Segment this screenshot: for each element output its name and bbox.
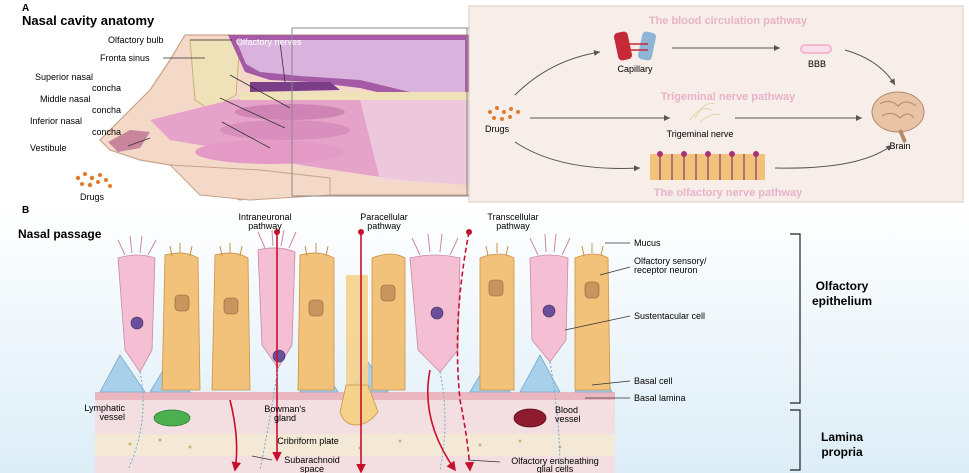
label-ensheathing-2: glial cells (537, 464, 574, 473)
bbb-icon (800, 44, 832, 54)
label-superior-concha: concha (92, 83, 121, 93)
label-blood-2: vessel (555, 414, 581, 424)
label-capillary: Capillary (617, 64, 653, 74)
olfactory-pathway-title: The olfactory nerve pathway (654, 187, 803, 199)
label-fronta-sinus: Fronta sinus (100, 53, 150, 63)
panel-a-title: Nasal cavity anatomy (22, 13, 155, 28)
label-vestibule: Vestibule (30, 143, 67, 153)
trigeminal-pathway-title: Trigeminal nerve pathway (661, 91, 796, 103)
label-drugs-pathway: Drugs (485, 124, 510, 134)
label-basal-lamina: Basal lamina (634, 393, 686, 403)
label-superior-nasal: Superior nasal (35, 72, 93, 82)
label-sustentacular-cell: Sustentacular cell (634, 311, 705, 321)
label-olfactory-bulb: Olfactory bulb (108, 35, 164, 45)
lymphatic-vessel-icon (154, 410, 190, 426)
label-paracellular-2: pathway (367, 221, 401, 231)
label-inferior-concha: concha (92, 127, 121, 137)
label-drugs-nose: Drugs (80, 192, 105, 202)
label-olfactory-nerves: Olfactory nerves (236, 37, 302, 47)
region-epithelium-1: Olfactory (816, 279, 869, 293)
region-epithelium-2: epithelium (812, 294, 872, 308)
label-inferior-nasal: Inferior nasal (30, 116, 82, 126)
label-cribriform-plate: Cribriform plate (277, 436, 339, 446)
label-trigeminal-nerve: Trigeminal nerve (667, 129, 734, 139)
nasal-passage-title: Nasal passage (18, 227, 102, 241)
label-transcellular-2: pathway (496, 221, 530, 231)
panel-b-letter: B (22, 205, 29, 216)
label-bbb: BBB (808, 59, 826, 69)
label-olfactory-sensory-2: receptor neuron (634, 265, 698, 275)
label-basal-cell: Basal cell (634, 376, 673, 386)
label-middle-concha: concha (92, 105, 121, 115)
cribriform-plate-layer (95, 434, 615, 456)
label-bowmans-2: gland (274, 413, 296, 423)
region-lamina-2: propria (821, 445, 863, 459)
label-lymphatic-2: vessel (99, 412, 125, 422)
blood-pathway-title: The blood circulation pathway (649, 15, 808, 27)
label-middle-nasal: Middle nasal (40, 94, 91, 104)
label-subarachnoid-2: space (300, 464, 324, 473)
label-mucus: Mucus (634, 238, 661, 248)
olfactory-epithelium-icon (650, 151, 765, 180)
region-lamina-1: Lamina (821, 430, 863, 444)
label-intraneuronal-2: pathway (248, 221, 282, 231)
label-brain: Brain (889, 141, 910, 151)
blood-vessel-icon (514, 409, 546, 427)
